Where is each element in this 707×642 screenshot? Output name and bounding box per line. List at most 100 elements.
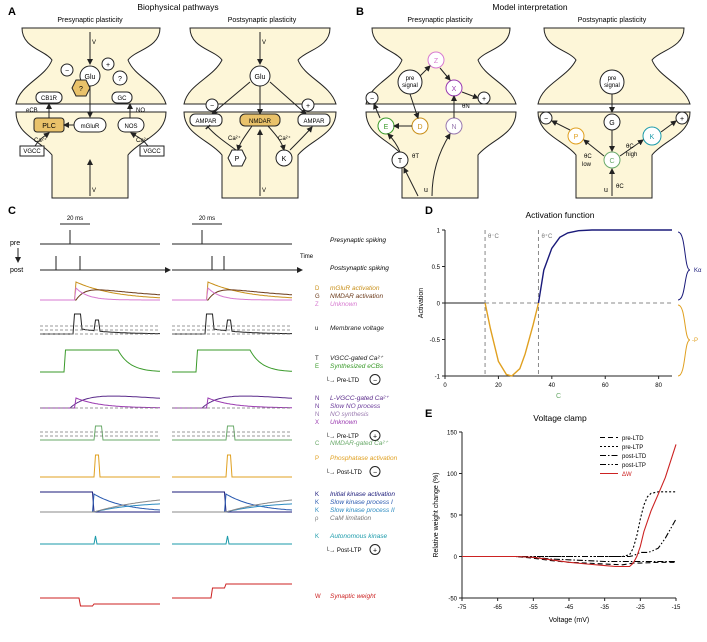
panel-b-pre-title: Presynaptic plasticity — [407, 17, 473, 24]
e-xtick-label-0: -75 — [458, 605, 467, 611]
question-label-a: ? — [118, 76, 122, 83]
outcome-sign-13: + — [373, 434, 377, 441]
ca-label-pre-left: Ca²⁺ — [34, 137, 47, 144]
minus-sign-b2: − — [544, 116, 548, 123]
panel-letter-b: B — [356, 6, 364, 18]
vgcc-node-right — [139, 145, 165, 157]
pre-signal-label-b-b1: signal — [402, 83, 418, 89]
outcome-sign-8: − — [373, 378, 377, 385]
d-brace-bottom — [677, 304, 691, 377]
gc-label: GC — [118, 96, 128, 102]
d-xtick-label-3: 60 — [602, 383, 609, 389]
d-xtick-label-0: 0 — [443, 383, 447, 389]
row-label-18: Slow kinase process I — [330, 499, 393, 506]
ampar-label-right: AMPAR — [304, 119, 326, 125]
pre-signal-label-b-b2: signal — [604, 83, 620, 89]
nmdar-label: NMDAR — [249, 119, 272, 125]
row-label-3: NMDAR activation — [330, 293, 383, 300]
plus-node-a2 — [301, 98, 315, 112]
minus-sign-b1: − — [370, 96, 374, 103]
x-label-b: X — [452, 86, 457, 93]
trace-1-13 — [172, 535, 292, 545]
pre-terminal-shape-b2 — [537, 27, 691, 105]
panel-a-pre-title: Presynaptic plasticity — [57, 17, 123, 24]
e-legend-label-2: post-LTD — [622, 454, 647, 460]
post-spine-shape-a1 — [15, 111, 167, 199]
pre-signal-label-a-b2: pre — [608, 76, 617, 82]
row-code-7: E — [315, 364, 319, 370]
theta-c-low-label: θC — [584, 154, 592, 160]
e-xtick-label-4: -35 — [600, 605, 609, 611]
nos-node — [117, 117, 145, 133]
plus-node-b2 — [675, 111, 689, 125]
ampar-label-left: AMPAR — [196, 119, 218, 125]
row-code-21: K — [315, 534, 319, 540]
row-outcome-8: └→ Pre-LTD — [325, 376, 360, 384]
trace-1-10 — [172, 493, 293, 513]
row-label-2: mGluR activation — [330, 285, 380, 292]
mglur-label: mGluR — [81, 124, 100, 130]
post-axis-label: post — [10, 267, 23, 274]
row-label-23: Synaptic weight — [330, 593, 377, 600]
row-outcome-16: └→ Post-LTD — [325, 468, 362, 476]
row-code-12: X — [315, 420, 319, 426]
d-ytick-label-2: 0 — [437, 302, 441, 308]
trace-0-10 — [40, 493, 161, 513]
e-series-4 — [462, 444, 677, 568]
row-outcome-22: └→ Post-LTP — [325, 546, 361, 554]
row-label-12: Unknown — [330, 419, 357, 426]
trace-0-5 — [40, 395, 161, 409]
e-ytick-label-0: 150 — [447, 431, 458, 437]
z-node-b — [427, 51, 445, 69]
row-code-14: C — [315, 441, 320, 447]
trace-0-3 — [40, 313, 160, 335]
g-label-b: G — [609, 120, 614, 127]
minus-node-b2 — [539, 111, 553, 125]
row-label-4: Unknown — [330, 301, 357, 308]
row-code-6: T — [315, 356, 319, 362]
panel-a: A Biophysical pathways Presynaptic plast… — [8, 2, 337, 199]
row-label-7: Synthesized eCBs — [330, 363, 384, 370]
d-label-b: D — [417, 124, 422, 131]
row-code-9: N — [315, 396, 319, 402]
trace-0-9 — [40, 491, 160, 513]
phosphatase-label-a: P — [235, 156, 240, 163]
trace-1-0 — [172, 281, 293, 301]
d-brace-top — [677, 231, 691, 301]
row-code-2: D — [315, 286, 320, 292]
plus-sign-a2: + — [306, 103, 310, 110]
panel-letter-e: E — [425, 408, 432, 420]
glu-label-pre: Glu — [85, 74, 96, 81]
k-node-b — [642, 126, 662, 146]
e-ytick-label-3: 0 — [454, 555, 458, 561]
row-label-17: Initial kinase activation — [330, 491, 395, 498]
ca-label-post-left: Ca²⁺ — [228, 135, 241, 142]
e-xtick-label-3: -45 — [565, 605, 574, 611]
d-xtick-label-2: 40 — [548, 383, 555, 389]
post-v-label: V — [262, 40, 266, 46]
u-label-b2: u — [604, 187, 608, 194]
minus-node-a2 — [205, 98, 219, 112]
d-threshold-label-0: θ⁻C — [488, 234, 500, 240]
row-code-17: K — [315, 492, 319, 498]
trace-0-13 — [40, 535, 160, 545]
pre-signal-label-a-b1: pre — [406, 76, 415, 82]
row-code-5: u — [315, 326, 318, 332]
trace-1-14 — [172, 583, 292, 599]
outcome-sign-circle-8 — [369, 374, 381, 385]
chart-d-title: Activation function — [526, 210, 595, 220]
pre-signal-node-b2 — [599, 69, 625, 95]
cb1r-label: CB1R — [41, 96, 58, 102]
glu-label-post: Glu — [255, 74, 266, 81]
outcome-sign-22: + — [373, 548, 377, 555]
row-code-20: ρ — [315, 516, 319, 522]
c-label-b: C — [609, 158, 614, 165]
row-label-11: NO synthesis — [330, 411, 369, 418]
d-threshold-label-1: θ⁺C — [541, 233, 553, 240]
no-label: NO — [136, 108, 145, 114]
d-brace-top-label: Kα — [694, 268, 702, 274]
ecb-label: eCB — [26, 108, 38, 114]
